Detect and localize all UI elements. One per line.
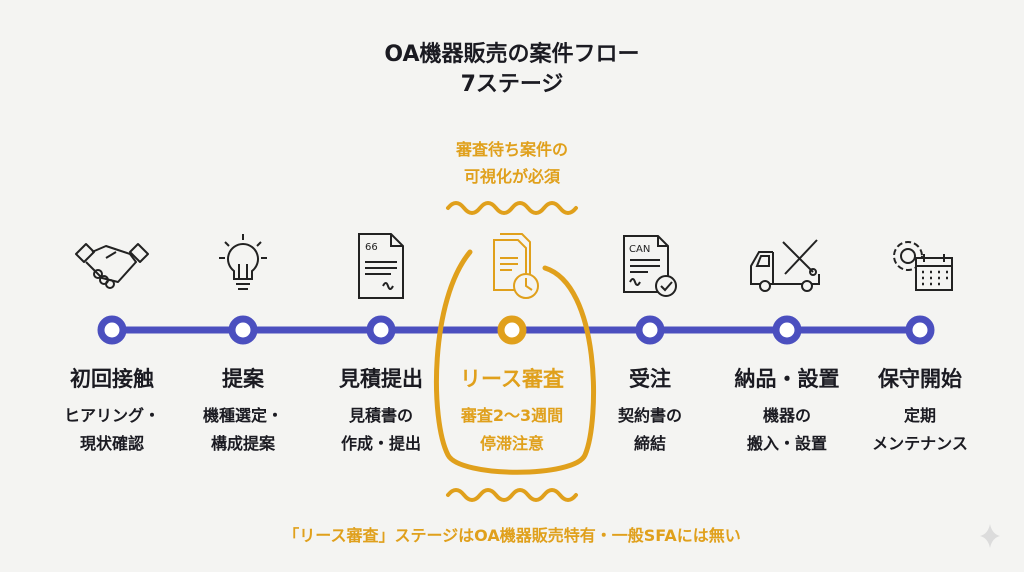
lightbulb-icon [219, 234, 267, 290]
stage-desc-line: 審査2〜3週間 [460, 406, 564, 425]
highlight-oval [433, 249, 596, 475]
node-2 [228, 315, 258, 345]
title-line-2: 7ステージ [460, 72, 564, 97]
node-3 [366, 315, 396, 345]
stage-initial-contact: 初回接触 ヒアリング・現状確認 [37, 362, 187, 458]
node-1 [97, 315, 127, 345]
stage-desc-line: 定期 [903, 406, 936, 425]
callout-note: 審査待ち案件の 可視化が必須 [412, 136, 612, 190]
stage-proposal: 提案 機種選定・構成提案 [168, 362, 318, 458]
stage-desc-line: 見積書の [348, 406, 413, 425]
title-line-1: OA機器販売の案件フロー [384, 42, 640, 67]
stage-name: リース審査 [460, 367, 564, 391]
stage-desc-line: 構成提案 [210, 434, 275, 453]
document-icon: 66 [358, 233, 404, 299]
node-7 [905, 315, 935, 345]
stage-desc-line: 搬入・設置 [746, 434, 827, 453]
stage-desc-line: 作成・提出 [340, 434, 421, 453]
documents-clock-icon [493, 233, 539, 299]
svg-text:CAN: CAN [629, 244, 650, 255]
stage-desc-line: 機種選定・ [202, 406, 283, 425]
contract-check-icon: CAN [623, 235, 677, 297]
sparkle-icon [980, 524, 1000, 548]
stage-quotation: 見積提出 見積書の作成・提出 [306, 362, 456, 458]
stage-name: 受注 [629, 367, 671, 391]
stage-desc-line: ヒアリング・ [63, 406, 160, 425]
diagram-title: OA機器販売の案件フロー 7ステージ [0, 40, 1024, 100]
handshake-icon [75, 243, 149, 289]
squiggle-bottom [446, 488, 578, 502]
stage-desc-line: 締結 [633, 434, 666, 453]
stage-desc-line: 現状確認 [79, 434, 144, 453]
svg-text:66: 66 [365, 242, 378, 253]
stage-maintenance: 保守開始 定期メンテナンス [845, 362, 995, 458]
stage-name: 見積提出 [339, 367, 423, 391]
callout-line-2: 可視化が必須 [463, 167, 560, 186]
stage-order: 受注 契約書の締結 [575, 362, 725, 458]
stage-name: 提案 [222, 367, 264, 391]
stage-delivery: 納品・設置 機器の搬入・設置 [712, 362, 862, 458]
stage-desc-line: 停滞注意 [479, 434, 544, 453]
node-4 [497, 315, 527, 345]
truck-tools-icon [750, 239, 820, 292]
squiggle-top [446, 201, 578, 215]
node-6 [772, 315, 802, 345]
timeline-nodes [97, 315, 935, 345]
stage-name: 初回接触 [70, 367, 154, 391]
stage-desc-line: メンテナンス [872, 434, 968, 453]
stage-lease-review: リース審査 審査2〜3週間停滞注意 [437, 362, 587, 458]
stage-name: 保守開始 [878, 367, 962, 391]
gear-calendar-icon [893, 241, 953, 291]
callout-line-1: 審査待ち案件の [455, 140, 568, 159]
stage-name: 納品・設置 [734, 367, 840, 391]
stage-desc-line: 機器の [762, 406, 811, 425]
stage-desc-line: 契約書の [617, 406, 682, 425]
node-5 [635, 315, 665, 345]
footer-note: 「リース審査」ステージはOA機器販売特有・一般SFAには無い [283, 526, 741, 545]
